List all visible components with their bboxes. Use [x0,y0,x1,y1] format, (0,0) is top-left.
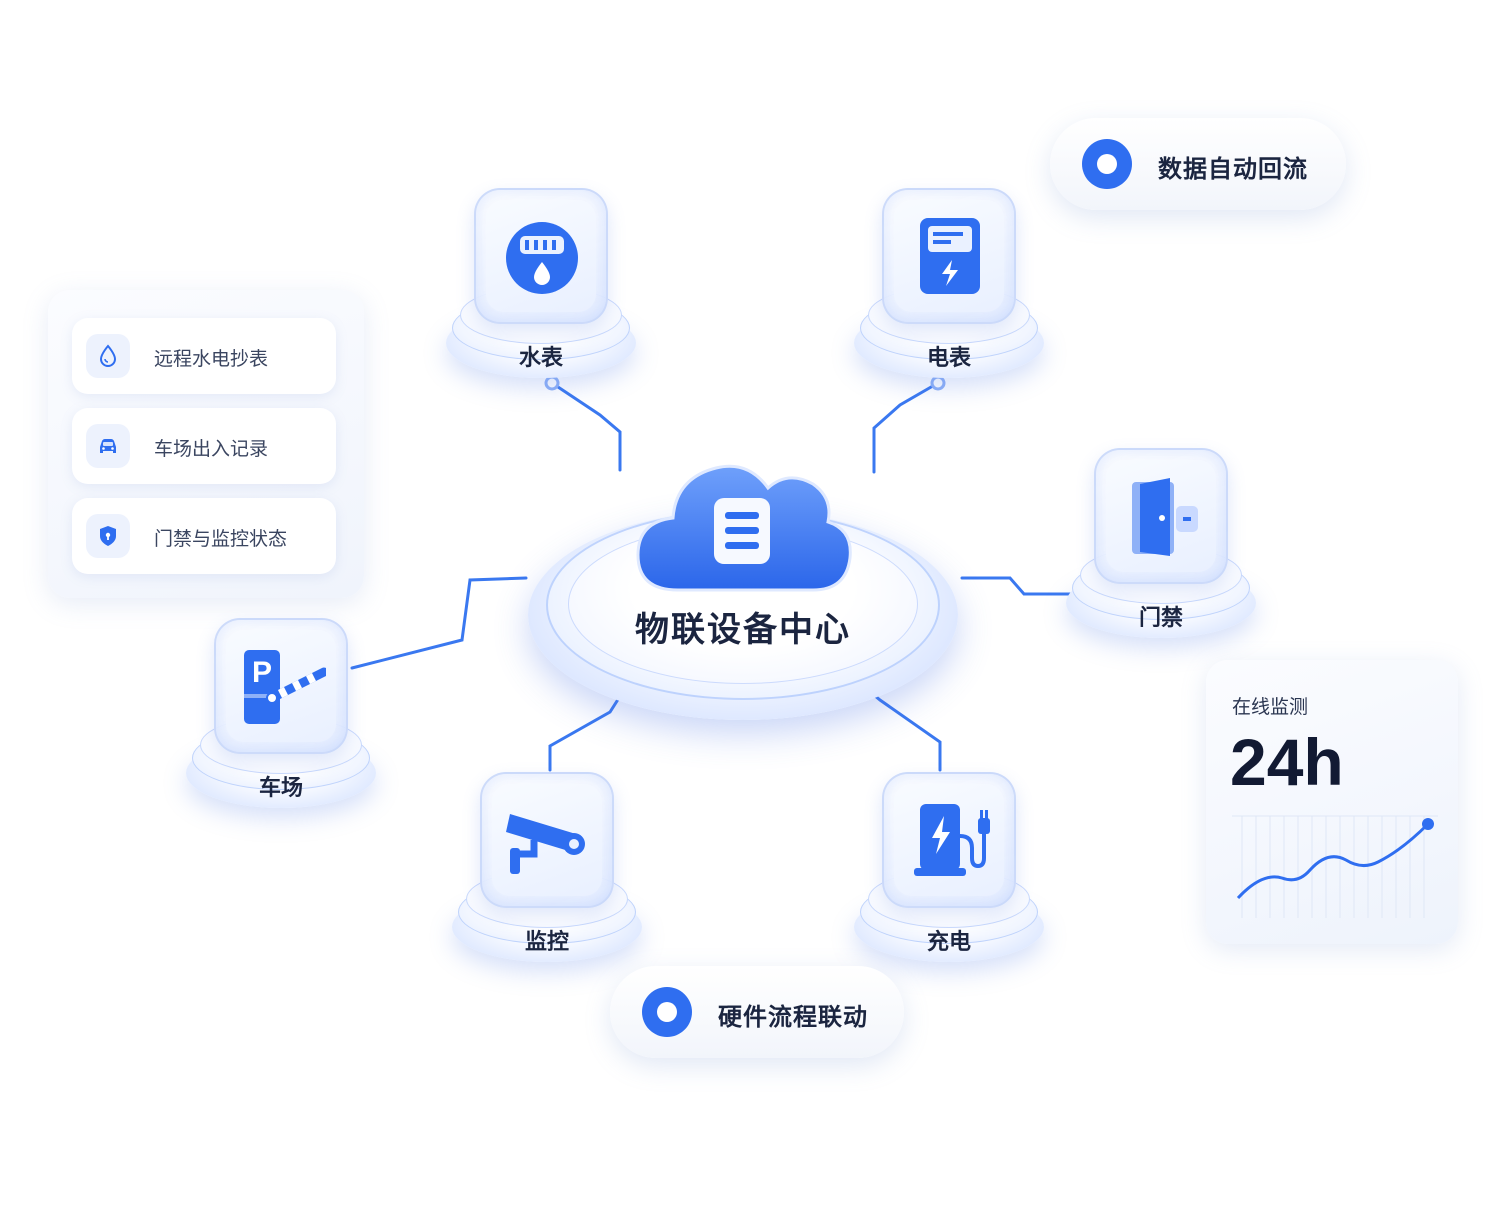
node-label: 监控 [524,930,569,955]
node-tile: P [214,618,348,754]
node-tile [882,772,1016,908]
node-label: 充电 [926,930,971,955]
node-water-meter[interactable]: 水表 [446,188,636,388]
node-label: 电表 [926,346,971,371]
node-door-access[interactable]: 门禁 [1066,448,1256,648]
ring-icon [642,987,692,1037]
trend-endpoint [1422,818,1434,830]
car-icon [86,424,130,468]
pill-data-backflow[interactable]: 数据自动回流 [1050,118,1346,210]
trend-line-chart [1232,815,1438,918]
feature-label: 门禁与监控状态 [154,528,288,550]
feature-list-card: 远程水电抄表 车场出入记录 门禁与监控状态 [48,290,364,598]
node-charging[interactable]: 充电 [854,772,1044,972]
node-electric-meter[interactable]: 电表 [854,188,1044,388]
pill-label: 硬件流程联动 [718,1003,868,1031]
hub-title: 物联设备中心 [635,610,851,650]
door-icon [1132,478,1198,556]
feature-item-remote-reading[interactable]: 远程水电抄表 [72,318,336,394]
node-label: 门禁 [1138,606,1183,631]
parking-barrier-icon: P [244,650,326,724]
monitor-label: 在线监测 [1232,696,1309,718]
wire-door-access [960,576,1074,596]
ring-icon [1082,139,1132,189]
shield-icon [86,514,130,558]
feature-item-parking-records[interactable]: 车场出入记录 [72,408,336,484]
feature-item-access-status[interactable]: 门禁与监控状态 [72,498,336,574]
node-label: 水表 [518,346,563,371]
node-surveillance[interactable]: 监控 [452,772,642,972]
feature-label: 远程水电抄表 [154,348,269,370]
camera-icon [506,814,585,874]
node-parking[interactable]: P 车场 [186,618,376,818]
pill-hardware-linkage[interactable]: 硬件流程联动 [610,966,904,1058]
online-monitor-card: 在线监测 24h [1206,660,1458,944]
node-tile [474,188,608,324]
node-tile [882,188,1016,324]
charging-station-icon [914,804,990,876]
wire-water-meter [550,381,622,472]
pill-label: 数据自动回流 [1158,155,1308,183]
node-label: 车场 [258,776,303,801]
iot-device-center-hub[interactable]: 物联设备中心 [528,440,958,730]
parking-sign-letter: P [252,656,272,689]
water-meter-icon [506,222,578,294]
water-drop-icon [86,334,130,378]
node-tile [1094,448,1228,584]
wire-surveillance [548,688,626,772]
wire-parking [350,576,528,670]
trend-line [1236,822,1430,900]
monitor-value: 24h [1230,725,1344,799]
cloud-server-icon [636,464,852,592]
node-tile [480,772,614,908]
electric-meter-icon [920,218,980,294]
feature-label: 车场出入记录 [154,438,269,460]
wire-electric-meter [872,381,940,474]
